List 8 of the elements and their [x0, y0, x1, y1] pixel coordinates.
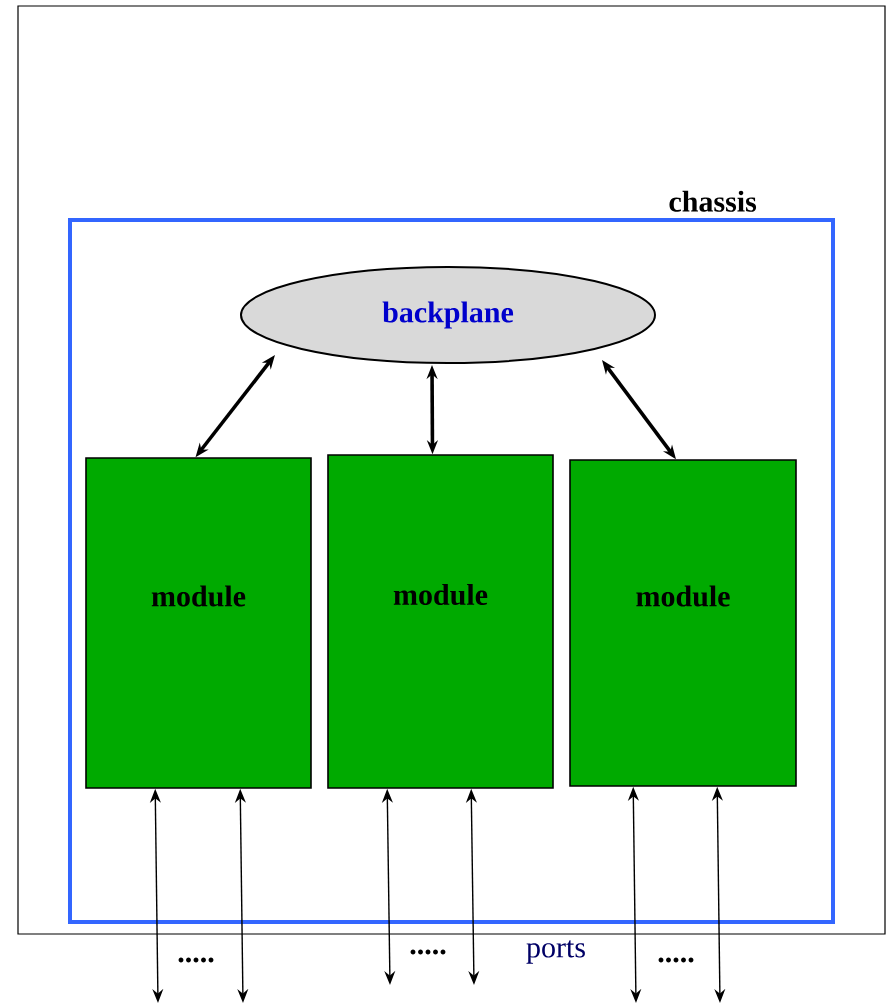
ellipsis: ..... — [658, 957, 694, 963]
ellipsis: ..... — [410, 949, 446, 955]
module-box: module — [85, 457, 312, 789]
module-box: module — [569, 459, 797, 787]
module-box: module — [327, 454, 554, 789]
node-label: chassis — [669, 190, 757, 212]
ellipsis: ..... — [178, 957, 214, 963]
ports-label: ports — [526, 940, 585, 964]
